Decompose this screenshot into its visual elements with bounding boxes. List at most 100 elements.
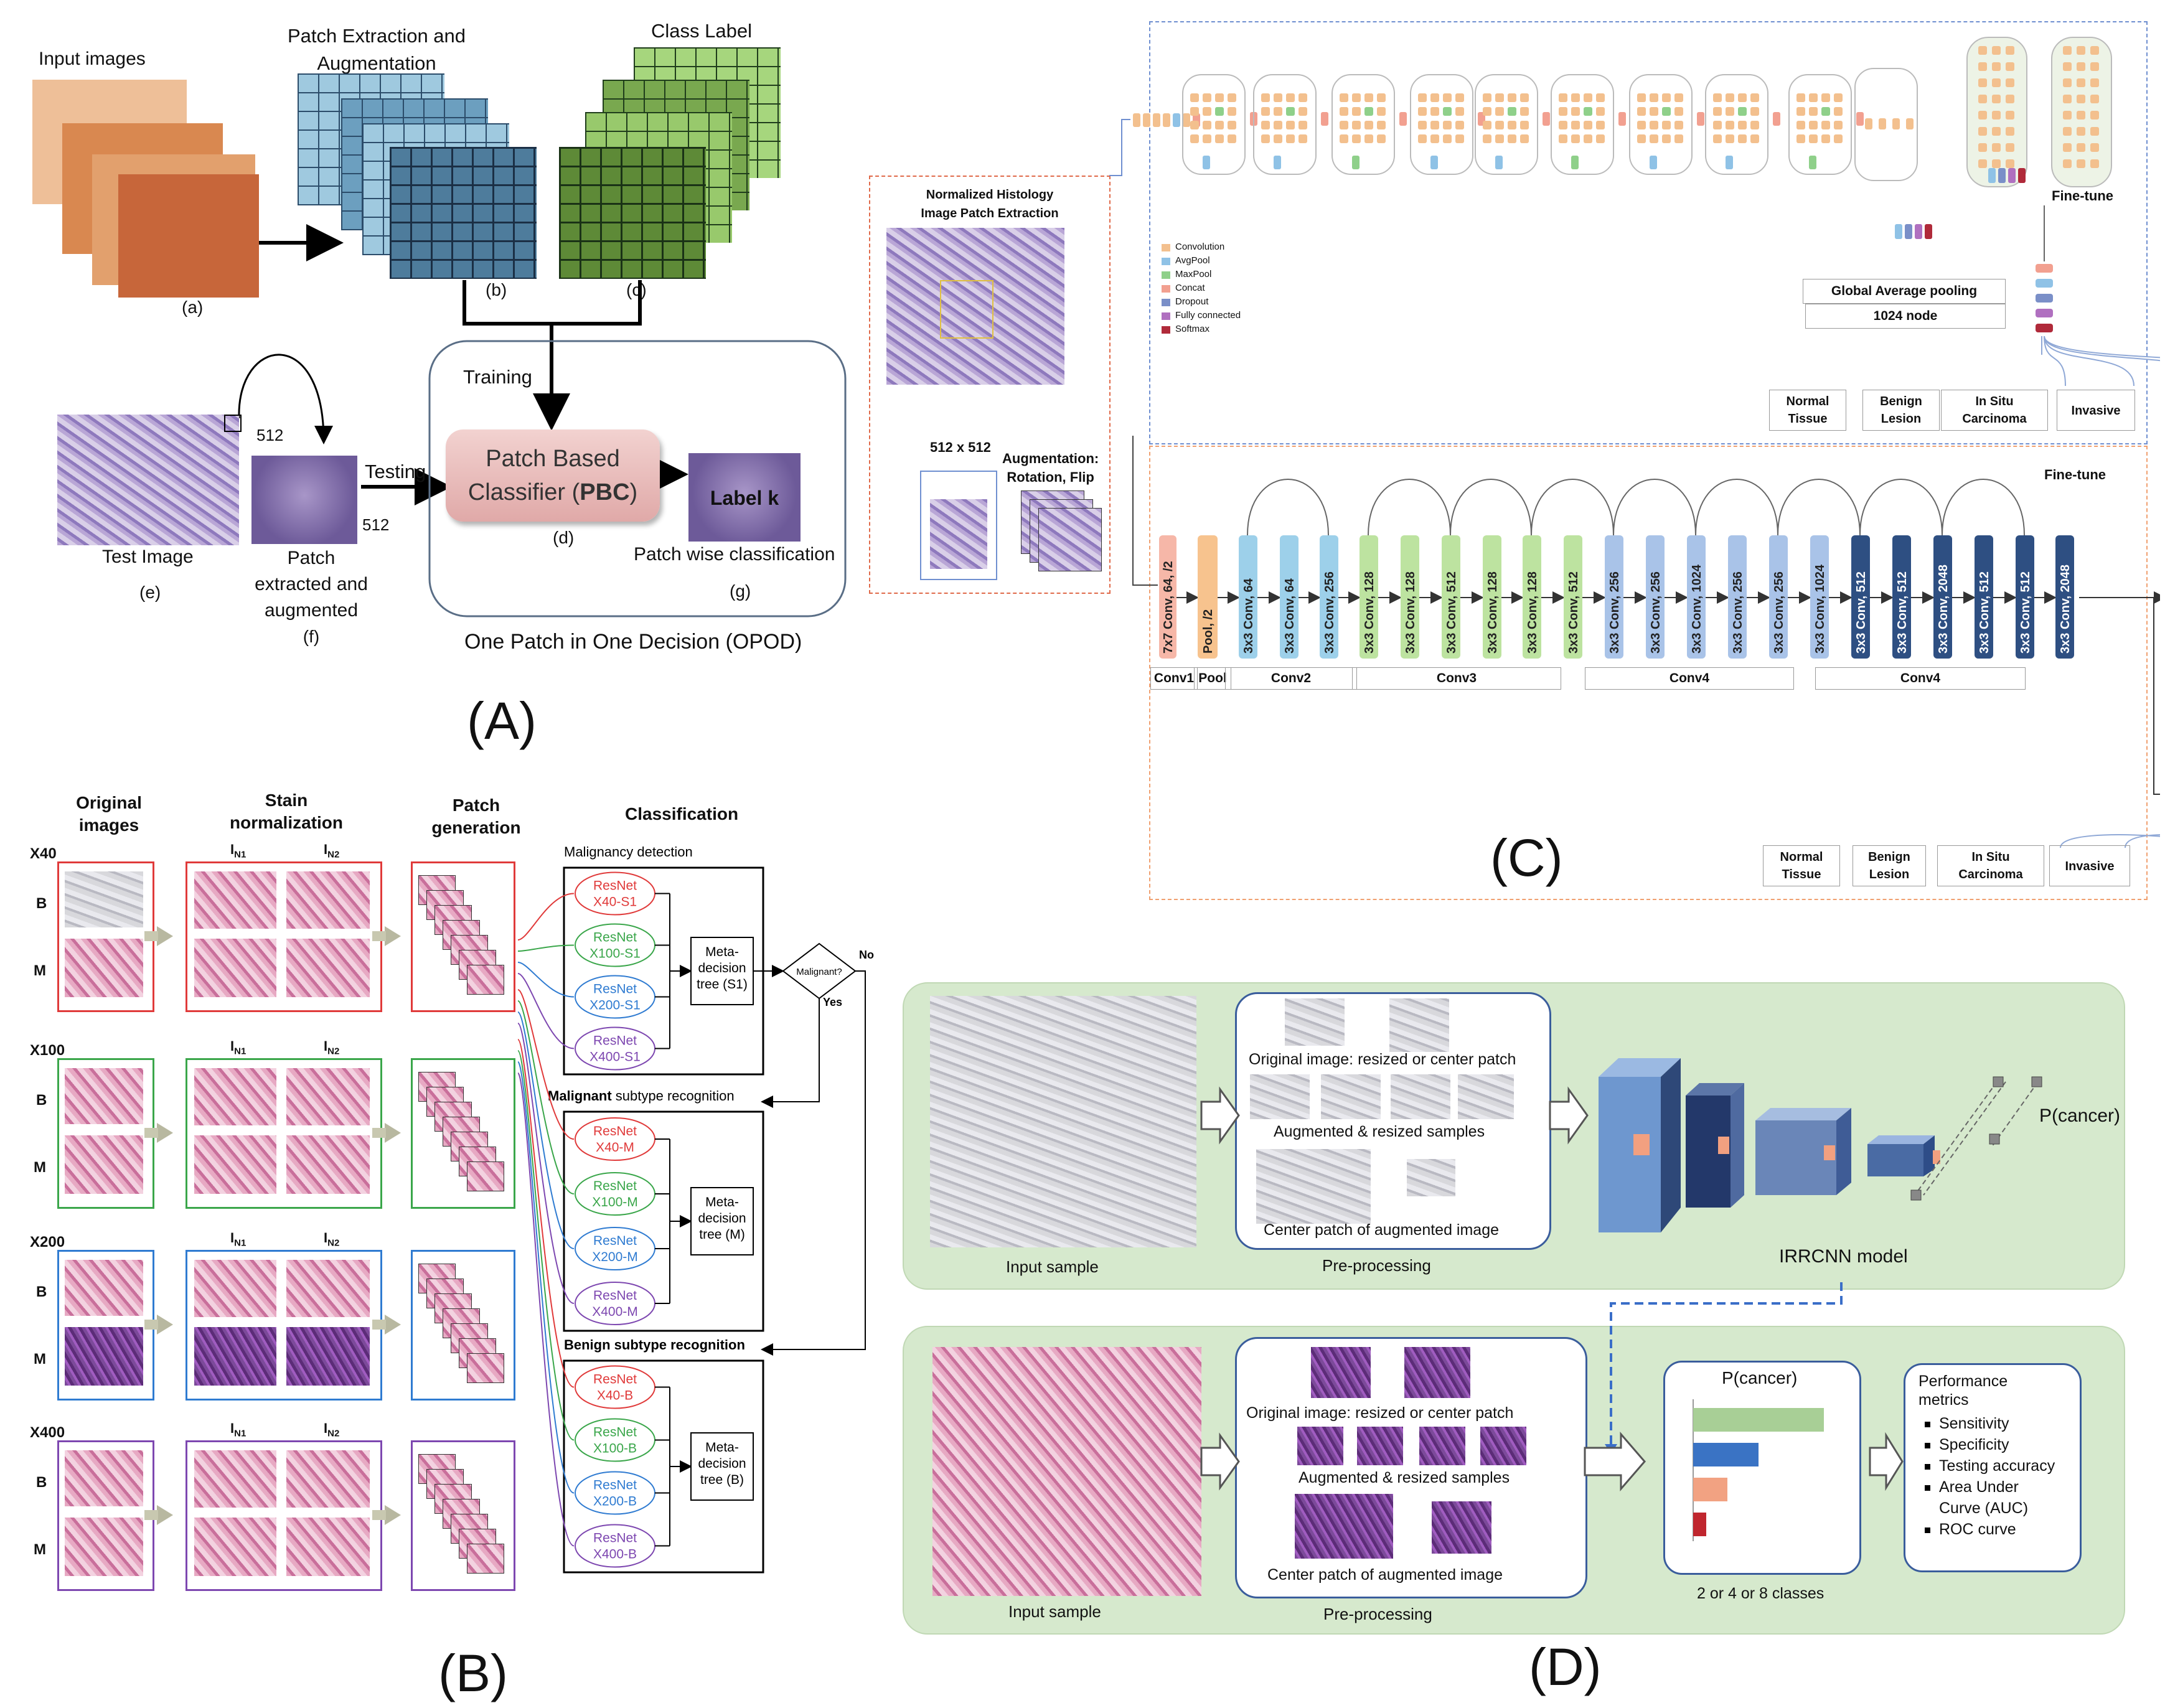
inception-cell bbox=[1364, 107, 1373, 116]
dim-512-side: 512 bbox=[362, 515, 390, 534]
patch-to-model bbox=[517, 1011, 575, 1249]
inception-cell bbox=[1662, 121, 1671, 129]
patch-frame bbox=[411, 1250, 515, 1401]
size-label: 512 x 512 bbox=[930, 439, 991, 455]
group-box: Conv1 bbox=[1150, 667, 1198, 690]
stage-title: Malignant subtype recognition bbox=[548, 1088, 735, 1104]
late-cell bbox=[1906, 118, 1914, 129]
skip-connection bbox=[1777, 479, 1861, 536]
patch-tile bbox=[467, 1353, 504, 1383]
orig-bot-1 bbox=[1311, 1347, 1371, 1398]
histology-image bbox=[886, 228, 1064, 385]
stage-title: Malignancy detection bbox=[564, 844, 693, 860]
col-stain-2: normalization bbox=[229, 813, 343, 832]
aug-top-label: Augmented & resized samples bbox=[1274, 1123, 1485, 1140]
legend-label: Concat bbox=[1175, 283, 1205, 293]
inception-cell bbox=[1650, 93, 1658, 102]
metric-item: Curve (AUC) bbox=[1925, 1498, 2055, 1519]
in2-sub: N2 bbox=[327, 1428, 340, 1439]
patch-line1: Patch bbox=[287, 548, 336, 568]
arrow-original-to-stain bbox=[157, 926, 173, 946]
block-2-front bbox=[1686, 1096, 1731, 1208]
in1-letter: I bbox=[230, 1230, 235, 1246]
malignant-row-label: M bbox=[34, 1159, 46, 1176]
wide-cell bbox=[2090, 78, 2099, 87]
inception-cell bbox=[1274, 93, 1282, 102]
class-connector-top bbox=[2044, 336, 2134, 387]
metric-label: Specificity bbox=[1939, 1436, 2009, 1453]
inception-cell bbox=[1340, 134, 1348, 143]
inception-cell bbox=[1274, 121, 1282, 129]
malignant-row-label: M bbox=[34, 1541, 46, 1558]
resnet-layer-block bbox=[1892, 535, 1911, 659]
legend-label: MaxPool bbox=[1175, 269, 1212, 279]
resnet-layer: 3x3 Conv, 256 bbox=[1769, 535, 1788, 659]
inception-cell bbox=[1559, 121, 1567, 129]
inception-cell bbox=[1726, 121, 1734, 129]
patch-grid-stack-4 bbox=[390, 147, 537, 279]
arrow-original-to-stain-shaft bbox=[144, 1320, 158, 1330]
inception-cell bbox=[1713, 93, 1722, 102]
wide-cell bbox=[2006, 159, 2014, 168]
original-benign bbox=[65, 1068, 143, 1124]
gap-stack bbox=[2036, 324, 2053, 332]
resnet-layer-block bbox=[1320, 535, 1338, 659]
inception-cell bbox=[1796, 107, 1805, 116]
wide-cell bbox=[1978, 46, 1987, 55]
class-connector-bottom bbox=[2060, 834, 2160, 848]
class-label-title: Class Label bbox=[651, 20, 752, 42]
wide-cell bbox=[2077, 62, 2085, 71]
gap-box: Global Average pooling bbox=[1803, 279, 2006, 304]
in1-sub: N1 bbox=[234, 1046, 247, 1057]
resnet-layer-block bbox=[1198, 535, 1218, 659]
aux-head-1 bbox=[1905, 224, 1912, 239]
in1-label: IN1 bbox=[230, 1230, 246, 1248]
testing-label: Testing bbox=[365, 461, 426, 482]
resnet-layer: 3x3 Conv, 512 bbox=[1442, 535, 1460, 659]
inception-outline bbox=[1788, 74, 1852, 175]
inception-cell bbox=[1364, 93, 1373, 102]
class-grid-stack-4 bbox=[559, 147, 706, 279]
inception-cell bbox=[1726, 107, 1734, 116]
legend-swatch bbox=[1162, 326, 1170, 334]
wide-cell bbox=[1992, 62, 2001, 71]
stain-n2-malignant bbox=[286, 1518, 370, 1576]
inception-cell bbox=[1299, 93, 1307, 102]
inception-cell bbox=[1228, 134, 1236, 143]
metric-bullet bbox=[1925, 1463, 1930, 1470]
perf-line2: metrics bbox=[1918, 1391, 1969, 1409]
input-image-stack-4 bbox=[118, 174, 259, 298]
wide-cell bbox=[2063, 143, 2072, 152]
mag-label: X400 bbox=[30, 1424, 65, 1441]
block-3-top bbox=[1755, 1108, 1851, 1120]
inception-cell bbox=[1340, 107, 1348, 116]
resnet-layer: 7x7 Conv, 64, /2 bbox=[1159, 535, 1176, 659]
inception-cell bbox=[1352, 121, 1361, 129]
malignant-row-label: M bbox=[34, 962, 46, 979]
metric-item: Sensitivity bbox=[1925, 1413, 2055, 1434]
orig-bot-label: Original image: resized or center patch bbox=[1246, 1404, 1514, 1422]
wide-cell bbox=[2006, 95, 2014, 103]
gap-stack bbox=[2036, 294, 2053, 303]
patch-frame bbox=[411, 1058, 515, 1209]
inception-cell bbox=[1738, 93, 1747, 102]
wide-cell bbox=[2006, 46, 2014, 55]
inception-cell bbox=[1443, 121, 1452, 129]
stain-n1-malignant bbox=[194, 1327, 276, 1386]
inception-cell bbox=[1190, 121, 1199, 129]
patch-tile bbox=[467, 1161, 504, 1191]
yes-path bbox=[761, 998, 820, 1108]
inception-pool bbox=[1726, 156, 1733, 169]
patch-to-model bbox=[517, 1023, 575, 1304]
arrow-stain-to-patch bbox=[385, 1505, 401, 1525]
block-4-top bbox=[1867, 1135, 1935, 1144]
inception-cell bbox=[1261, 134, 1270, 143]
wide-cell bbox=[2090, 111, 2099, 120]
gap-stack bbox=[2036, 309, 2053, 317]
class-box-line: Invasive bbox=[2071, 404, 2121, 418]
wide-cell bbox=[2090, 46, 2099, 55]
inception-outline bbox=[1253, 74, 1317, 175]
input-sample-bottom-image bbox=[932, 1347, 1201, 1596]
inception-cell bbox=[1299, 107, 1307, 116]
